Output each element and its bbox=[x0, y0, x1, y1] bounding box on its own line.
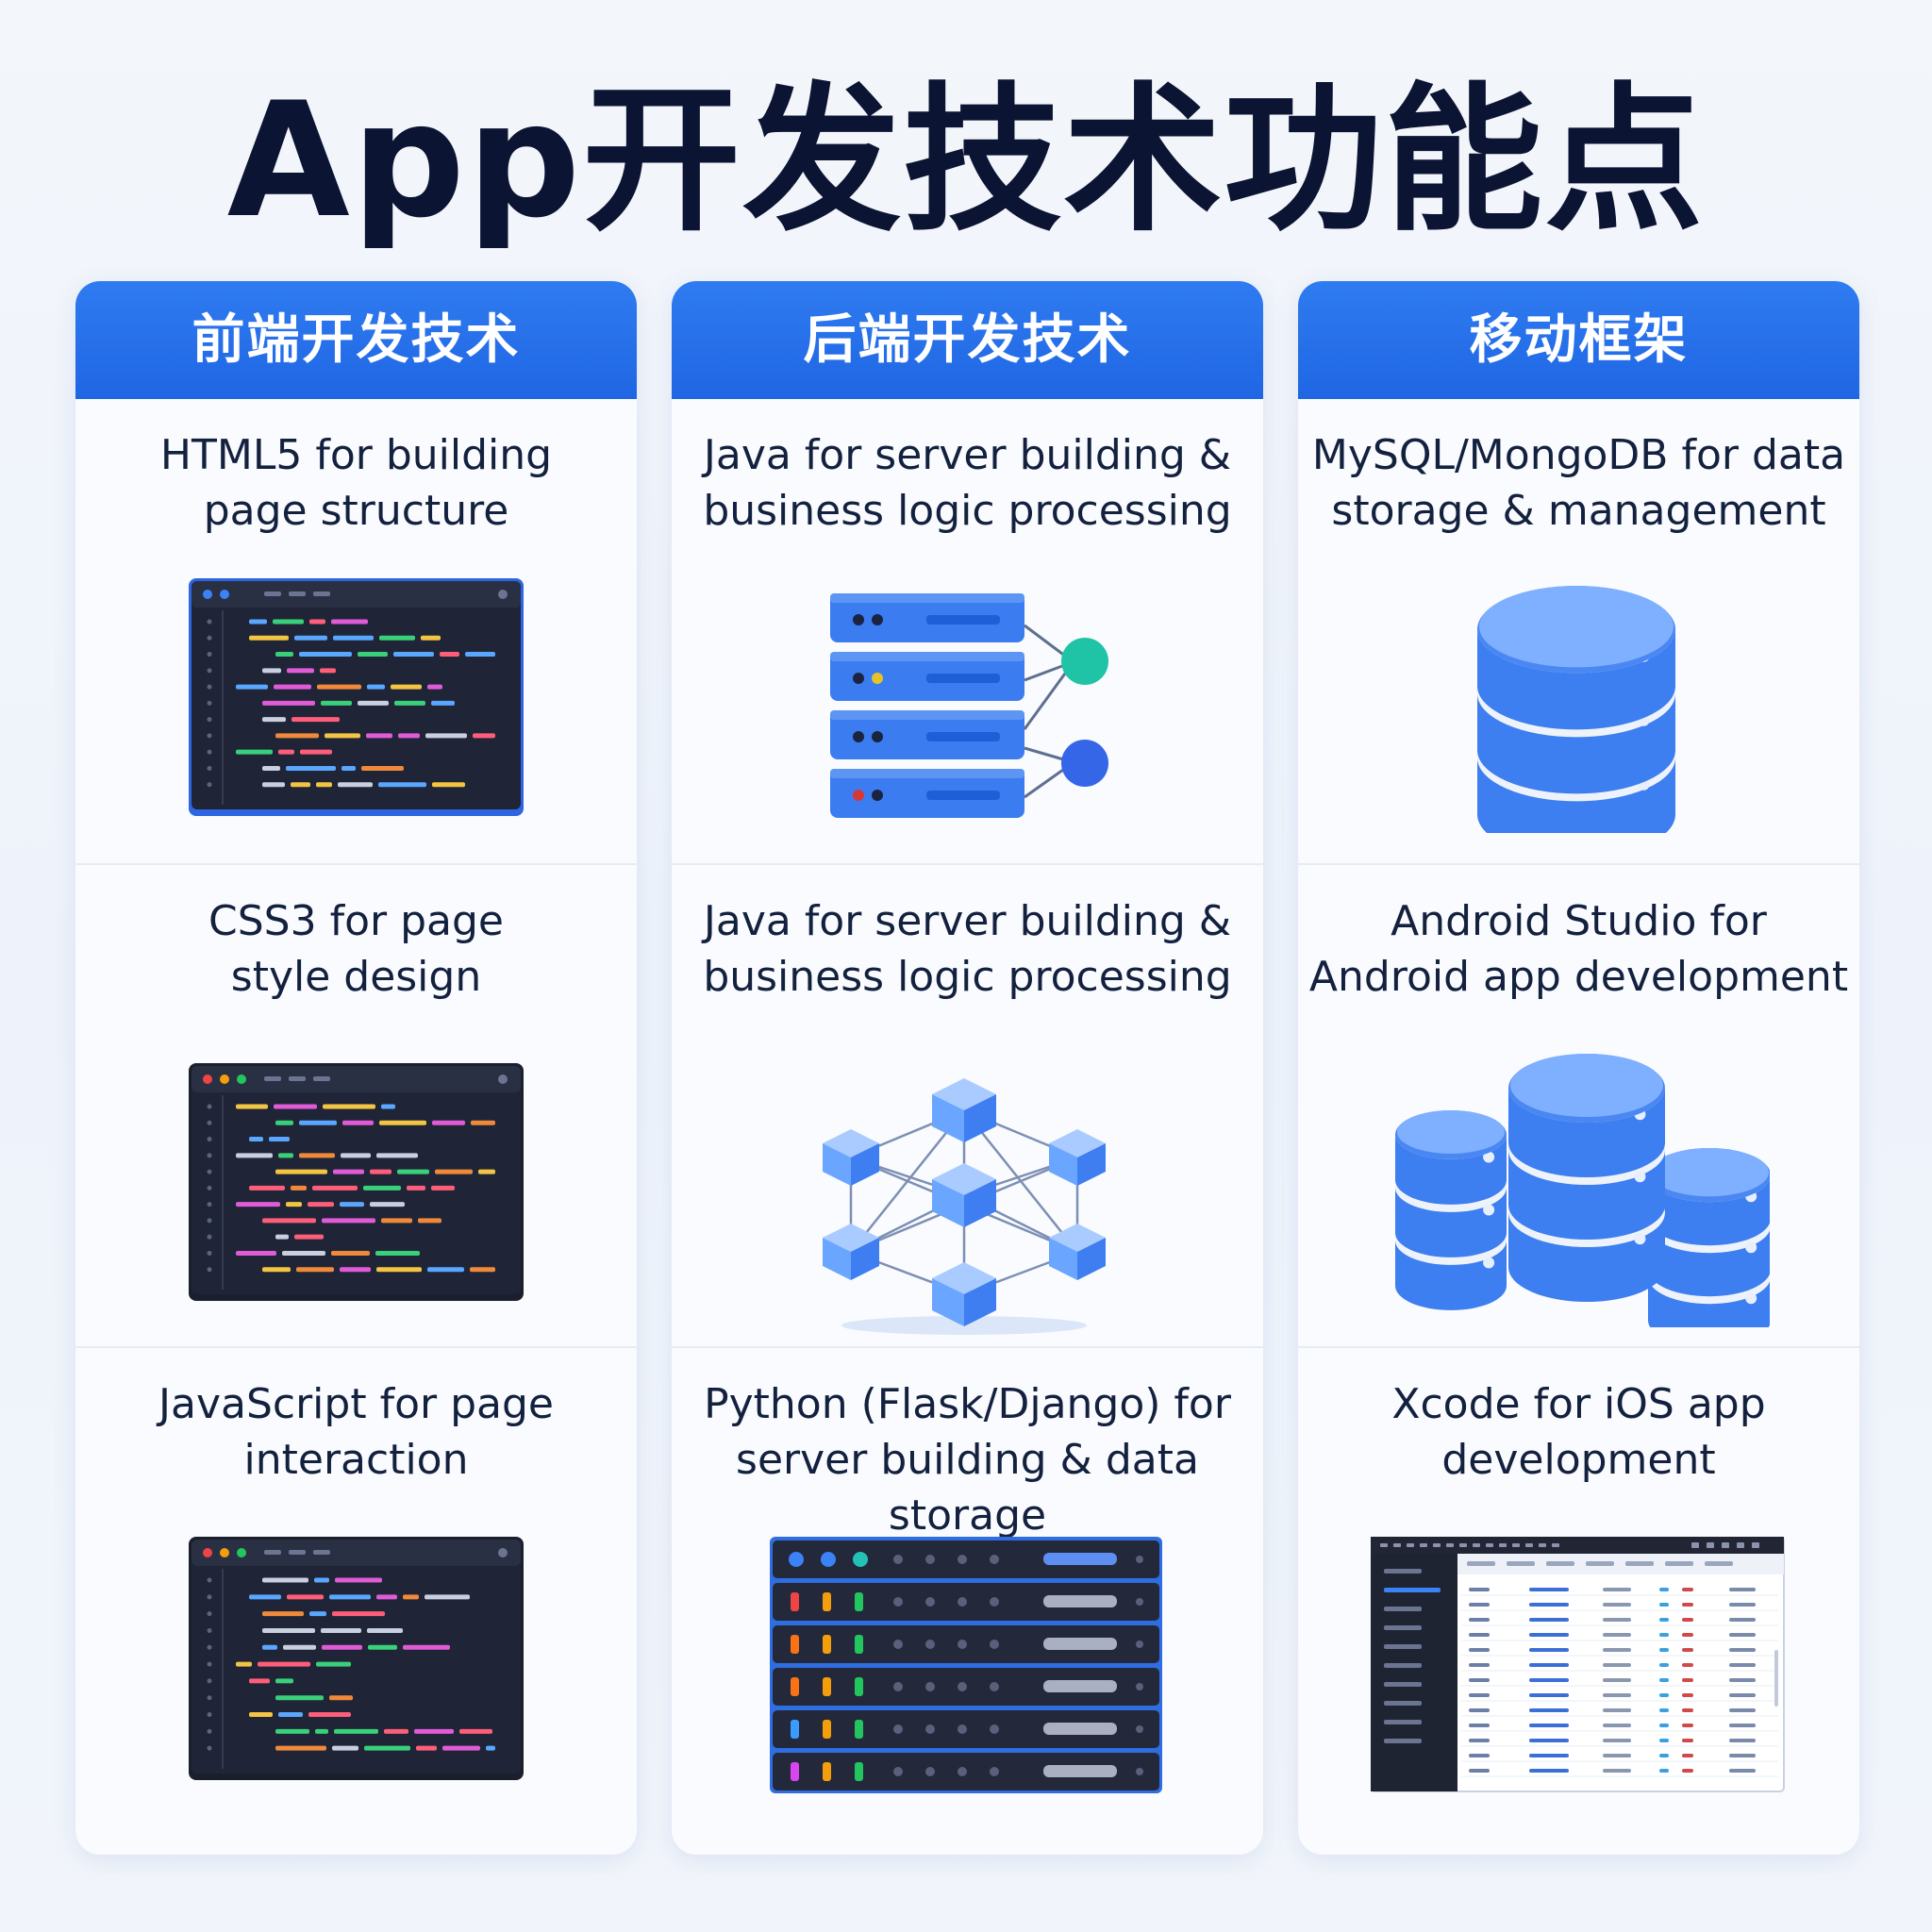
card-android: Android Studio for Android app developme… bbox=[1298, 865, 1859, 1348]
card-python: Python (Flask/Django) for server buildin… bbox=[672, 1348, 1263, 1855]
card-text: JavaScript for page interaction bbox=[158, 1380, 554, 1484]
card-text: HTML5 for building page structure bbox=[159, 431, 553, 535]
column-mobile: 移动框架 MySQL/MongoDB for data storage & ma… bbox=[1298, 281, 1859, 1855]
divider bbox=[1298, 863, 1859, 865]
column-frontend: 前端开发技术 HTML5 for building page structure… bbox=[75, 281, 637, 1855]
card-javascript: JavaScript for page interaction bbox=[75, 1348, 637, 1855]
card-text: MySQL/MongoDB for data storage & managem… bbox=[1311, 431, 1846, 535]
column-header-backend: 后端开发技术 bbox=[672, 281, 1263, 399]
server-stack-icon bbox=[823, 588, 1124, 837]
divider bbox=[672, 1346, 1263, 1348]
card-mysql: MySQL/MongoDB for data storage & managem… bbox=[1298, 399, 1859, 863]
page-title: App开发技术功能点 bbox=[226, 68, 1706, 253]
card-text: Java for server building & business logi… bbox=[703, 897, 1232, 1001]
cube-network-icon bbox=[804, 1073, 1134, 1341]
ide-window-icon bbox=[1370, 1536, 1786, 1797]
card-text: Java for server building & business logi… bbox=[703, 431, 1232, 535]
card-java-1: Java for server building & business logi… bbox=[672, 399, 1263, 863]
database-icon bbox=[1468, 578, 1685, 858]
code-editor-icon bbox=[189, 578, 524, 820]
column-header-mobile: 移动框架 bbox=[1298, 281, 1859, 399]
server-rack-icon bbox=[770, 1537, 1166, 1805]
card-html5: HTML5 for building page structure bbox=[75, 399, 637, 863]
card-text: Python (Flask/Django) for server buildin… bbox=[704, 1380, 1231, 1540]
card-java-2: Java for server building & business logi… bbox=[672, 865, 1263, 1346]
card-css3: CSS3 for page style design bbox=[75, 865, 637, 1346]
code-editor-icon bbox=[189, 1063, 524, 1305]
code-editor-icon bbox=[189, 1537, 524, 1784]
card-text: CSS3 for page style design bbox=[208, 897, 504, 1001]
card-xcode: Xcode for iOS app development bbox=[1298, 1348, 1859, 1855]
divider bbox=[75, 1346, 637, 1348]
card-text: Android Studio for Android app developme… bbox=[1308, 897, 1849, 1001]
column-header-frontend: 前端开发技术 bbox=[75, 281, 637, 399]
divider bbox=[75, 863, 637, 865]
column-backend: 后端开发技术 Java for server building & busine… bbox=[672, 281, 1263, 1855]
divider bbox=[1298, 1346, 1859, 1348]
card-text: Xcode for iOS app development bbox=[1391, 1380, 1766, 1484]
database-cluster-icon bbox=[1392, 1054, 1771, 1348]
divider bbox=[672, 863, 1263, 865]
